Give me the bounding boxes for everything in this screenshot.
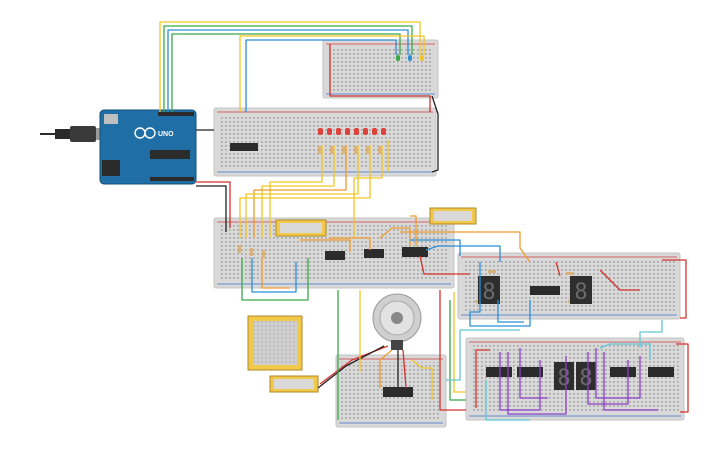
lcd-module-middle	[275, 219, 327, 237]
segment-digit-3: 8	[557, 366, 570, 391]
segment-digit-4: 8	[579, 366, 592, 391]
ic-chip	[230, 143, 674, 397]
keypad-icon[interactable]	[247, 315, 303, 371]
breadboard-top-right[interactable]	[322, 39, 439, 99]
dc-motor-icon	[372, 293, 422, 350]
arduino-label: UNO	[158, 131, 174, 138]
seven-segment-display: 8	[576, 362, 596, 391]
wires	[159, 21, 689, 421]
led-row	[318, 128, 386, 135]
segment-digit-2: 8	[574, 280, 587, 305]
seven-segment-display: 8	[554, 362, 574, 391]
breadboard-right-upper[interactable]	[457, 252, 681, 320]
breadboard-right-lower[interactable]	[465, 337, 685, 421]
status-leds	[396, 55, 424, 61]
breadboard-upper[interactable]	[213, 107, 437, 177]
arduino-uno[interactable]: UNO	[99, 109, 197, 185]
lcd-module-top	[429, 207, 477, 225]
segment-digit-1: 8	[482, 280, 495, 305]
lcd-module-bottom	[269, 375, 319, 393]
seven-segment-display: 8	[570, 276, 592, 305]
seven-segment-display: 8	[478, 276, 500, 305]
usb-cable-icon	[40, 126, 106, 142]
